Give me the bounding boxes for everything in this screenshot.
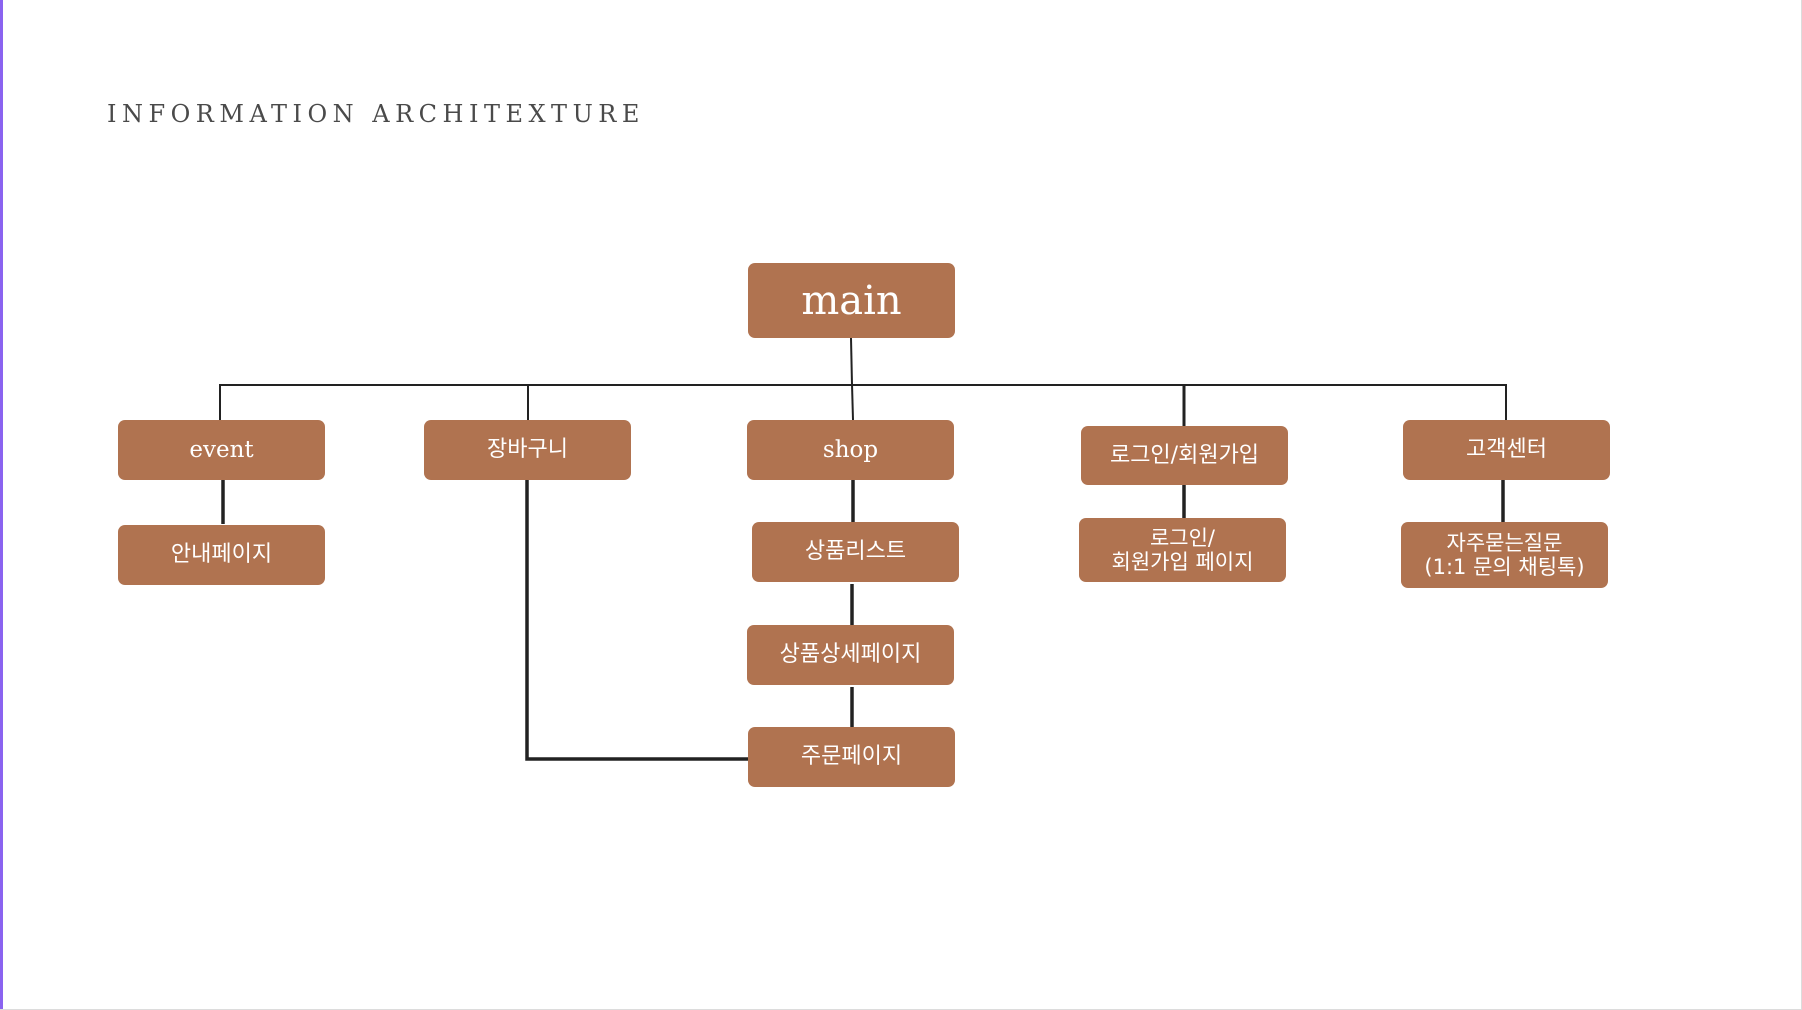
node-faq[interactable]: 자주묻는질문 (1:1 문의 채팅톡) [1401,522,1608,588]
node-product-detail[interactable]: 상품상세페이지 [747,625,954,685]
node-customer-center[interactable]: 고객센터 [1403,420,1610,480]
node-event-info[interactable]: 안내페이지 [118,525,325,585]
frame-left-border [0,0,3,1010]
connector-drop-shop [851,383,854,421]
node-shop[interactable]: shop [747,420,954,480]
page-title: INFORMATION ARCHITEXTURE [107,100,645,128]
node-login-signup[interactable]: 로그인/회원가입 [1081,426,1288,485]
node-login-signup-page[interactable]: 로그인/ 회원가입 페이지 [1079,518,1286,582]
node-event[interactable]: event [118,420,325,480]
node-order[interactable]: 주문페이지 [748,727,955,787]
node-product-list[interactable]: 상품리스트 [752,522,959,582]
node-cart[interactable]: 장바구니 [424,420,631,480]
connector-cart-order [525,480,748,761]
connector-main-stem [850,337,853,386]
node-main[interactable]: main [748,263,955,338]
